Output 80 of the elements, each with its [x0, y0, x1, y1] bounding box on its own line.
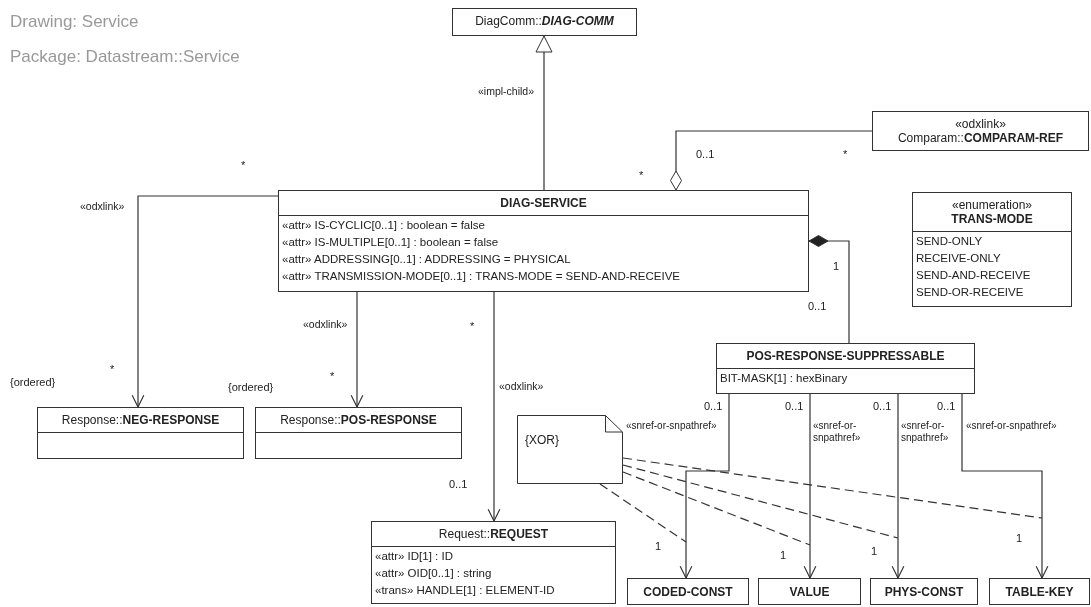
attribute-text: BIT-MASK[1] : hexBinary	[720, 371, 849, 386]
class-box	[371, 521, 616, 604]
note-shape	[517, 415, 623, 484]
attribute-text: «attr» TRANSMISSION-MODE[0..1] : TRANS-MODE = SEND-AND-RECEIVE	[282, 269, 681, 284]
class-box	[255, 407, 462, 459]
constraint-text: {XOR}	[525, 433, 561, 447]
multiplicity-label: 1	[1016, 532, 1023, 545]
class-name: DIAG-SERVICE	[499, 196, 588, 210]
stereotype-label: «odxlink»	[954, 117, 1007, 131]
class-box	[716, 343, 975, 394]
class-box	[872, 111, 1089, 151]
note-anchor-line	[622, 471, 811, 546]
class-name: DiagComm::DIAG-COMM	[474, 14, 615, 28]
class-name: TABLE-KEY	[1004, 584, 1075, 599]
multiplicity-label: *	[330, 370, 335, 383]
enum-literal: SEND-AND-RECEIVE	[916, 268, 1032, 283]
multiplicity-label: *	[470, 320, 475, 333]
edge-label: «odxlink»	[80, 200, 125, 212]
multiplicity-label: 0..1	[873, 400, 892, 413]
enum-literal: RECEIVE-ONLY	[916, 251, 1002, 266]
multiplicity-label: *	[110, 363, 115, 376]
association-arrow	[350, 291, 364, 408]
multiplicity-label: *	[639, 169, 644, 182]
attribute-text: «attr» OID[0..1] : string	[375, 566, 493, 581]
aggregation-line	[670, 130, 873, 191]
association-arrow	[131, 195, 279, 408]
association-arrow	[679, 393, 730, 579]
enum-literal: SEND-ONLY	[916, 234, 984, 249]
class-name: Response::POS-RESPONSE	[279, 413, 438, 427]
note-anchor-line	[622, 464, 899, 539]
class-box	[627, 578, 749, 605]
attribute-text: «attr» IS-CYCLIC[0..1] : boolean = false	[282, 218, 486, 233]
note-anchor-line	[622, 457, 1043, 519]
multiplicity-label: 0..1	[696, 148, 715, 161]
class-name: PHYS-CONST	[883, 584, 965, 599]
class-box	[452, 8, 637, 36]
multiplicity-label: 0..1	[937, 400, 956, 413]
class-box	[912, 192, 1072, 307]
enum-literal: SEND-OR-RECEIVE	[916, 285, 1025, 300]
note-anchor-line	[599, 483, 687, 543]
attribute-text: «attr» ID[1] : ID	[375, 549, 454, 564]
attribute-text: «trans» HANDLE[1] : ELEMENT-ID	[375, 583, 556, 598]
association-arrow	[891, 393, 905, 579]
class-name: Request::REQUEST	[437, 527, 550, 541]
multiplicity-label: *	[241, 159, 246, 172]
constraint-label: {ordered}	[10, 376, 56, 389]
association-arrow	[487, 291, 501, 522]
class-name: TRANS-MODE	[950, 212, 1034, 226]
constraint-label: {ordered}	[228, 381, 274, 394]
association-arrow	[961, 393, 1049, 579]
association-arrow	[803, 393, 817, 579]
class-box	[37, 407, 244, 459]
class-name: POS-RESPONSE-SUPPRESSABLE	[745, 349, 946, 363]
class-box	[278, 190, 809, 292]
multiplicity-label: 0..1	[449, 478, 468, 491]
multiplicity-label: 0..1	[785, 400, 804, 413]
attribute-text: «attr» ADDRESSING[0..1] : ADDRESSING = PHYSICAL	[282, 252, 572, 267]
class-box	[758, 578, 861, 605]
multiplicity-label: 1	[655, 540, 662, 553]
class-name: Comparam::COMPARAM-REF	[896, 131, 1065, 145]
multiplicity-label: 0..1	[808, 300, 827, 313]
class-name: CODED-CONST	[642, 584, 734, 599]
composition-line	[808, 235, 850, 344]
edge-label: «odxlink»	[499, 380, 544, 392]
attribute-text: «attr» IS-MULTIPLE[0..1] : boolean = false	[282, 235, 500, 250]
diagram-info: Drawing: Service	[10, 12, 139, 32]
multiplicity-label: 1	[780, 549, 787, 562]
multiplicity-label: *	[843, 148, 848, 161]
generalization-arrow	[535, 35, 553, 191]
class-box	[870, 578, 978, 605]
class-name: VALUE	[788, 584, 831, 599]
edge-label: «odxlink»	[303, 318, 348, 330]
class-box	[989, 578, 1090, 605]
multiplicity-label: 1	[871, 545, 878, 558]
edge-label: «impl-child»	[478, 85, 535, 97]
stereotype-label: «enumeration»	[950, 198, 1034, 212]
multiplicity-label: 0..1	[704, 400, 723, 413]
class-name: Response::NEG-RESPONSE	[60, 413, 221, 427]
multiplicity-label: 1	[833, 260, 840, 273]
diagram-info: Package: Datastream::Service	[10, 47, 240, 67]
